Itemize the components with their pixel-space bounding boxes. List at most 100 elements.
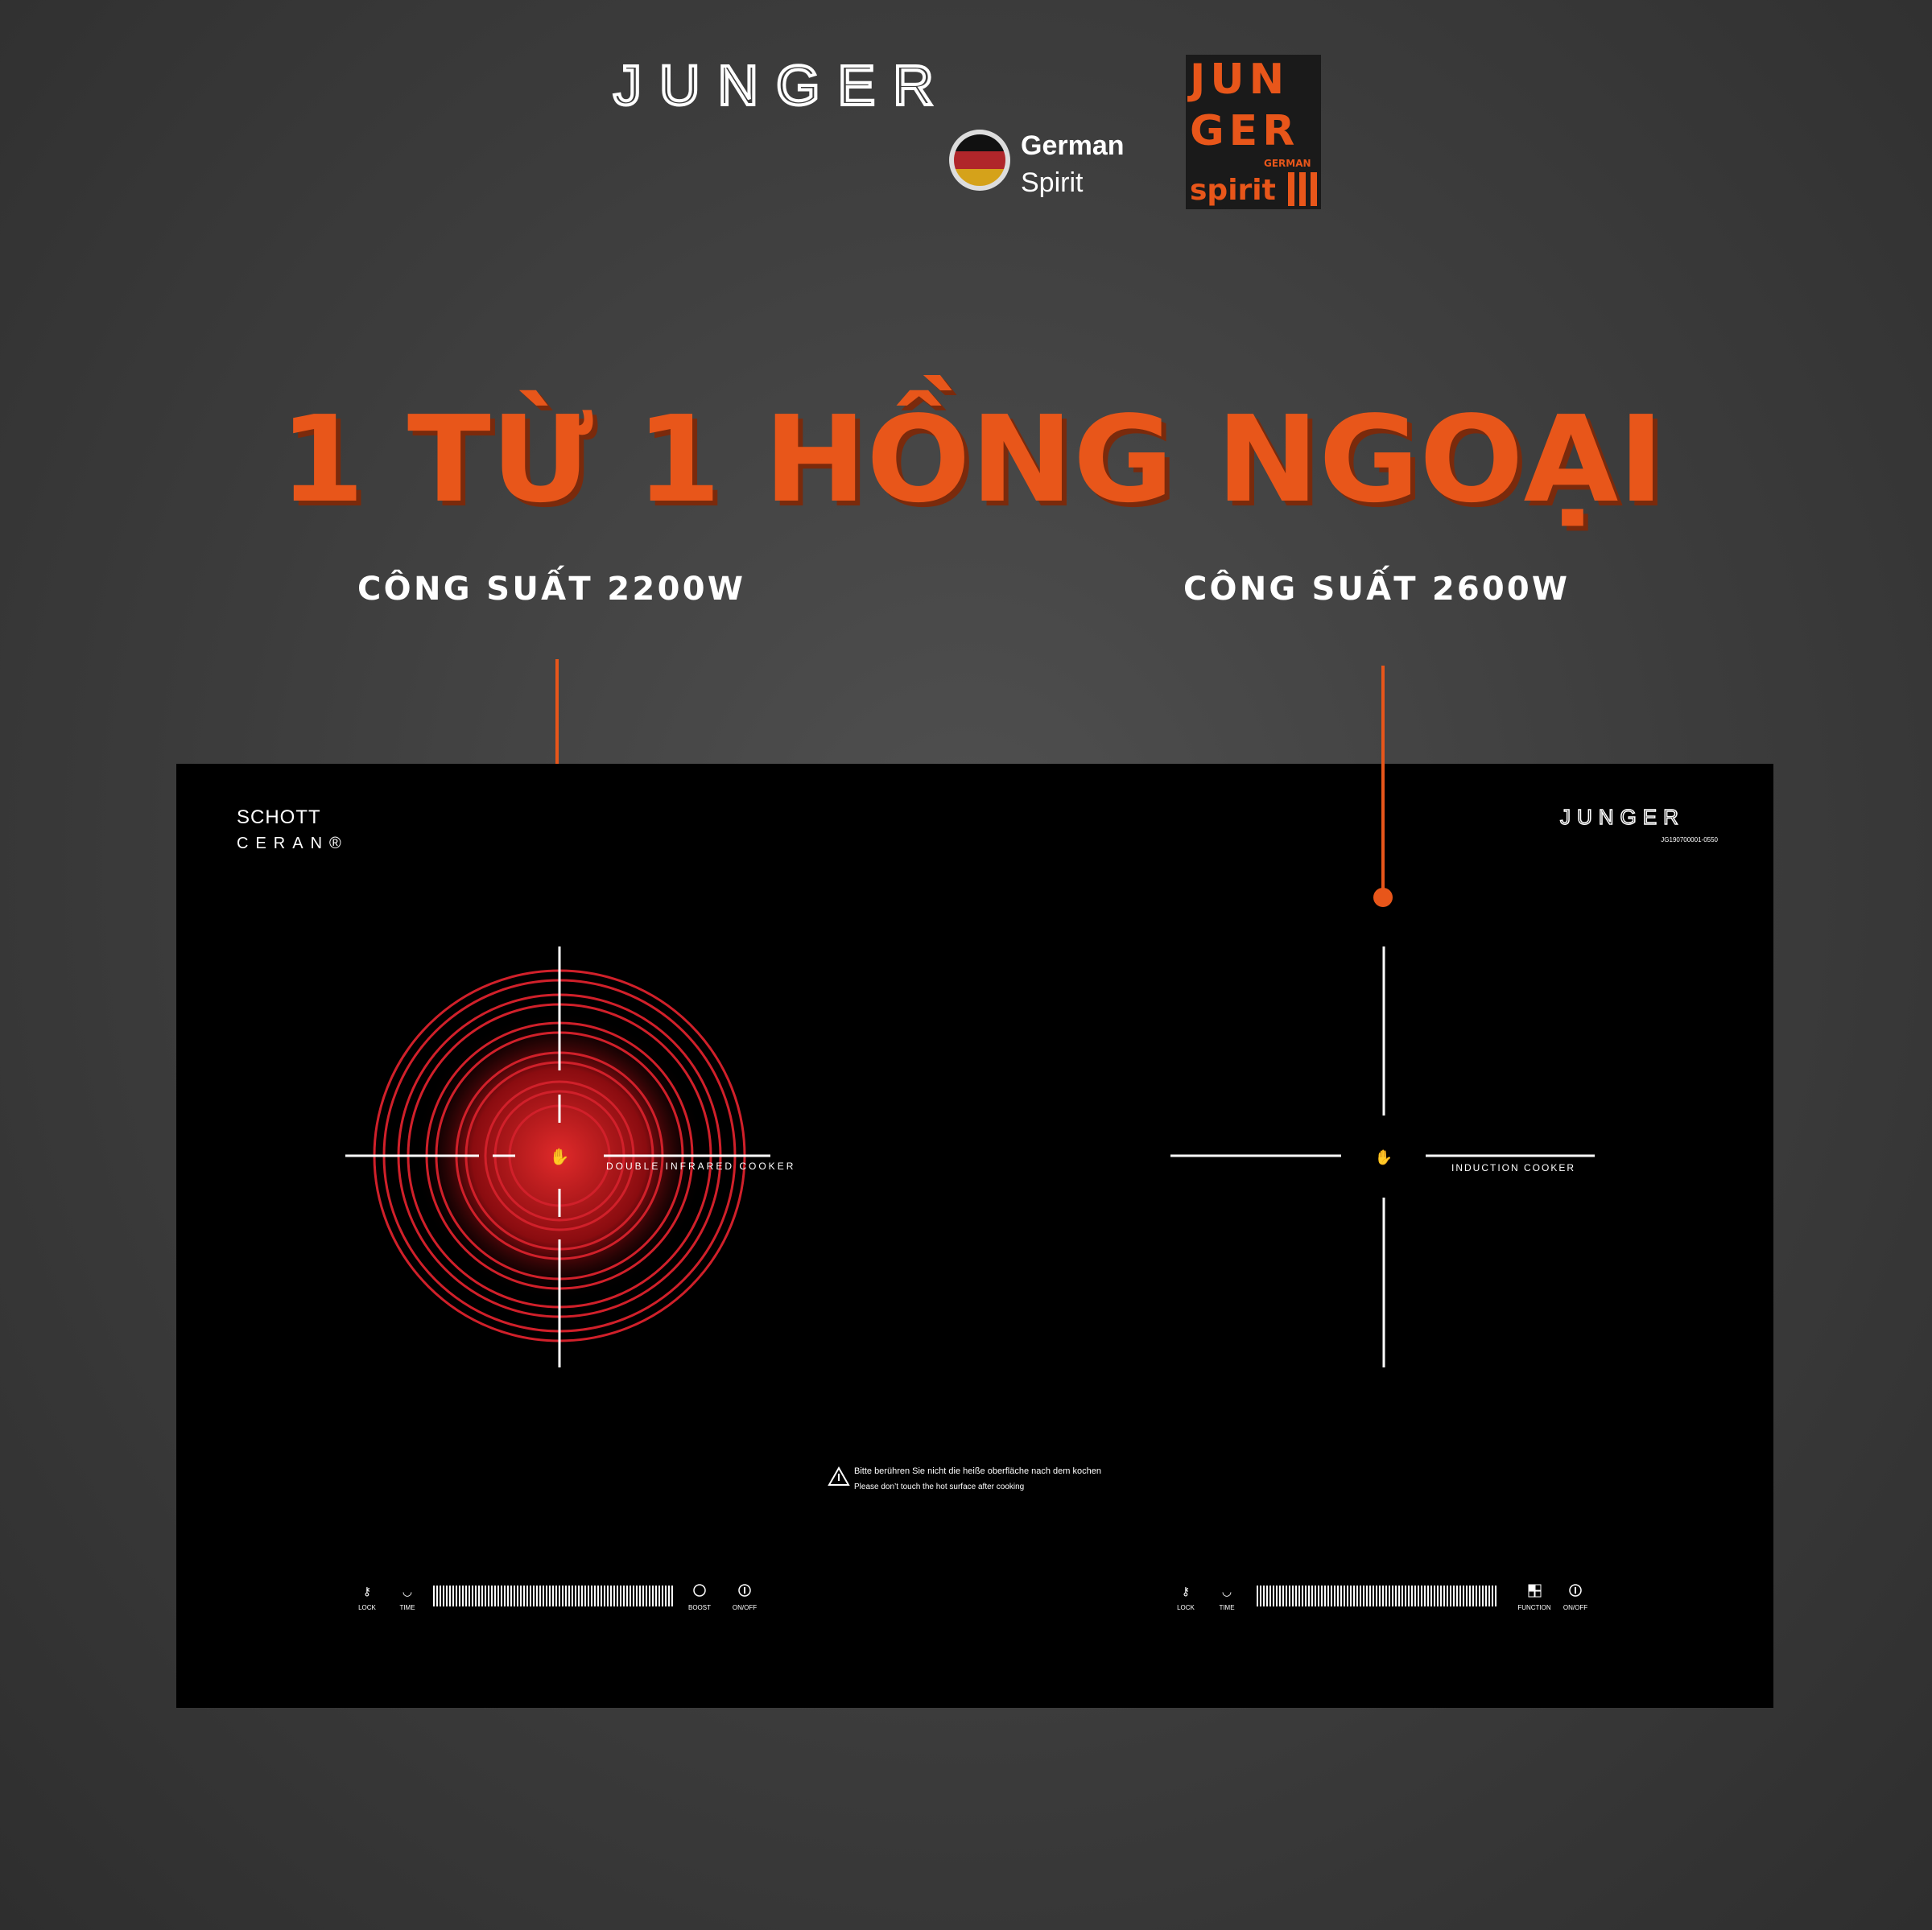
slider-tick	[1292, 1586, 1294, 1606]
slider-tick	[649, 1586, 650, 1606]
slider-tick	[1276, 1586, 1278, 1606]
svg-text:JUNGER: JUNGER	[613, 54, 952, 117]
slider-tick	[1402, 1586, 1403, 1606]
time-button[interactable]: TIME	[399, 1604, 415, 1611]
slider-tick	[1398, 1586, 1400, 1606]
slider-tick	[481, 1586, 483, 1606]
slider-tick	[533, 1586, 535, 1606]
time-button[interactable]: TIME	[1219, 1604, 1234, 1611]
power-icon	[1569, 1584, 1582, 1597]
slider-tick	[539, 1586, 541, 1606]
slider-tick	[1289, 1586, 1290, 1606]
cooktop-glass	[176, 764, 1773, 1708]
svg-text:JUN: JUN	[1187, 56, 1289, 104]
slider-tick	[630, 1586, 631, 1606]
slider-tick	[626, 1586, 628, 1606]
cooktop-junger-logo: JUNGER	[1560, 805, 1685, 829]
boost-button[interactable]: BOOST	[688, 1604, 711, 1611]
slider-tick	[671, 1586, 673, 1606]
slider-tick	[488, 1586, 489, 1606]
slider-tick	[633, 1586, 634, 1606]
left-power-label: CÔNG SUẤT 2200W	[357, 564, 745, 608]
slider-tick	[1308, 1586, 1310, 1606]
slider-tick	[440, 1586, 441, 1606]
slider-tick	[436, 1586, 438, 1606]
slider-tick	[636, 1586, 638, 1606]
slider-tick	[1485, 1586, 1487, 1606]
slider-tick	[620, 1586, 621, 1606]
slider-tick	[1418, 1586, 1419, 1606]
slider-tick	[1395, 1586, 1397, 1606]
svg-text:GER: GER	[1190, 107, 1299, 155]
badge-spirit: Spirit	[1021, 167, 1084, 198]
schott-text: SCHOTT	[237, 806, 321, 828]
slider-tick	[523, 1586, 525, 1606]
slider-tick	[1318, 1586, 1319, 1606]
slider-tick	[588, 1586, 589, 1606]
slider-tick	[1405, 1586, 1406, 1606]
power-slider-right[interactable]	[1257, 1586, 1496, 1606]
right-zone-label: INDUCTION COOKER	[1451, 1162, 1575, 1173]
slider-tick	[1302, 1586, 1303, 1606]
slider-tick	[494, 1586, 496, 1606]
slider-tick	[1327, 1586, 1329, 1606]
slider-tick	[520, 1586, 522, 1606]
slider-tick	[514, 1586, 515, 1606]
slider-tick	[1389, 1586, 1390, 1606]
slider-tick	[1488, 1586, 1490, 1606]
right-control-panel[interactable]: ⚷ LOCK ◡ TIME FUNCTION ON/OFF	[1177, 1584, 1587, 1611]
slider-tick	[1273, 1586, 1274, 1606]
hand-icon: ✋	[1375, 1149, 1393, 1166]
function-button[interactable]: FUNCTION	[1517, 1604, 1551, 1611]
slider-tick	[1408, 1586, 1410, 1606]
slider-tick	[1427, 1586, 1429, 1606]
slider-tick	[530, 1586, 531, 1606]
right-crosshair	[1170, 946, 1595, 1367]
slider-tick	[1421, 1586, 1422, 1606]
slider-tick	[1337, 1586, 1339, 1606]
left-crosshair	[345, 946, 770, 1367]
slider-tick	[1479, 1586, 1480, 1606]
slider-tick	[655, 1586, 657, 1606]
left-control-panel[interactable]: ⚷ LOCK ◡ TIME BOOST ON/OFF	[358, 1584, 757, 1611]
power-slider-left[interactable]	[433, 1586, 673, 1606]
slider-tick	[1450, 1586, 1451, 1606]
slider-tick	[501, 1586, 502, 1606]
slider-tick	[1295, 1586, 1297, 1606]
slider-tick	[565, 1586, 567, 1606]
onoff-button-right[interactable]: ON/OFF	[1563, 1604, 1587, 1611]
slider-tick	[665, 1586, 667, 1606]
warning-de: Bitte berühren Sie nicht die heiße oberf…	[854, 1466, 1101, 1476]
slider-tick	[549, 1586, 551, 1606]
slider-tick	[1469, 1586, 1471, 1606]
onoff-button-left[interactable]: ON/OFF	[733, 1604, 757, 1611]
slider-tick	[504, 1586, 506, 1606]
slider-tick	[1311, 1586, 1313, 1606]
lock-button[interactable]: LOCK	[1177, 1604, 1195, 1611]
lock-button[interactable]: LOCK	[358, 1604, 376, 1611]
slider-tick	[1257, 1586, 1258, 1606]
slider-tick	[662, 1586, 663, 1606]
slider-tick	[1459, 1586, 1461, 1606]
headline: 1 TỪ 1 HỒNG NGOẠI	[279, 375, 1664, 529]
svg-text:GERMAN: GERMAN	[1264, 158, 1311, 169]
slider-tick	[1269, 1586, 1271, 1606]
slider-tick	[555, 1586, 557, 1606]
slider-tick	[1315, 1586, 1316, 1606]
slider-tick	[668, 1586, 670, 1606]
slider-tick	[1366, 1586, 1368, 1606]
slider-tick	[1331, 1586, 1332, 1606]
slider-tick	[497, 1586, 499, 1606]
slider-tick	[568, 1586, 570, 1606]
slider-tick	[1424, 1586, 1426, 1606]
slider-tick	[433, 1586, 435, 1606]
slider-tick	[581, 1586, 583, 1606]
slider-tick	[510, 1586, 512, 1606]
slider-tick	[449, 1586, 451, 1606]
ceran-text: CERAN®	[237, 835, 349, 852]
slider-tick	[1392, 1586, 1393, 1606]
slider-tick	[1363, 1586, 1364, 1606]
slider-tick	[1350, 1586, 1352, 1606]
warning-icon	[828, 1466, 850, 1486]
